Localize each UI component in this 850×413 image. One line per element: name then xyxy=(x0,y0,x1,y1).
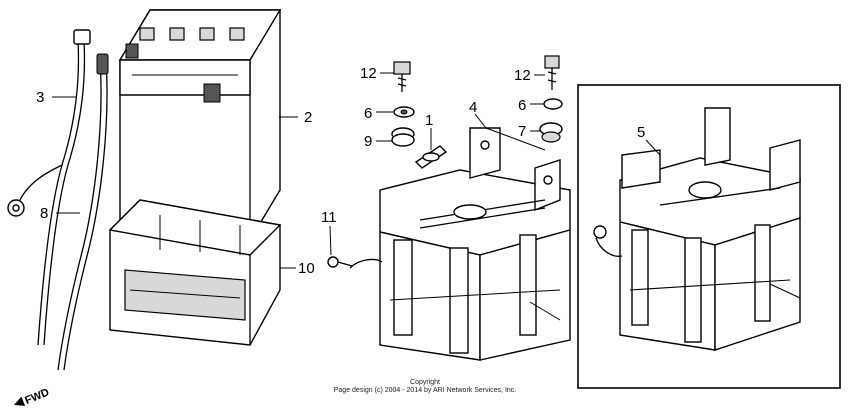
battery-cable-8 xyxy=(57,53,109,371)
rubber-pad-1 xyxy=(414,145,448,169)
bolt-11 xyxy=(327,256,353,268)
battery-holder-frame-variant xyxy=(593,107,801,351)
bolt-12-right xyxy=(544,55,560,90)
callout-10: 10 xyxy=(298,260,315,277)
bolt-12-left xyxy=(393,61,411,92)
leader-lines xyxy=(52,72,661,269)
grommet-9 xyxy=(391,127,415,147)
forward-label: FWD xyxy=(23,386,51,407)
callout-4: 4 xyxy=(469,99,477,116)
copyright-line-2: Page design (c) 2004 - 2014 by ARI Netwo… xyxy=(334,387,517,394)
callout-6-left: 6 xyxy=(364,105,372,122)
inset-box xyxy=(577,84,841,389)
battery-box xyxy=(108,199,282,346)
forward-direction-indicator: FWD xyxy=(14,386,51,407)
callout-1: 1 xyxy=(425,112,433,129)
copyright-line-1: Copyright xyxy=(410,379,440,386)
callout-3: 3 xyxy=(36,89,44,106)
callout-2: 2 xyxy=(304,109,312,126)
washer-6-right xyxy=(543,98,563,110)
battery-holder-frame xyxy=(349,127,571,361)
battery xyxy=(118,9,282,241)
callout-5: 5 xyxy=(637,124,645,141)
forward-arrow-icon xyxy=(14,396,26,406)
washer-6-left xyxy=(393,106,415,118)
collar-7 xyxy=(539,122,563,143)
callout-9: 9 xyxy=(364,133,372,150)
callout-11: 11 xyxy=(321,209,337,226)
callout-12-right: 12 xyxy=(514,67,531,84)
callout-7: 7 xyxy=(518,123,526,140)
callout-8: 8 xyxy=(40,205,48,222)
battery-cable-3 xyxy=(7,29,91,346)
callout-6-right: 6 xyxy=(518,97,526,114)
callout-12-left: 12 xyxy=(360,65,377,82)
